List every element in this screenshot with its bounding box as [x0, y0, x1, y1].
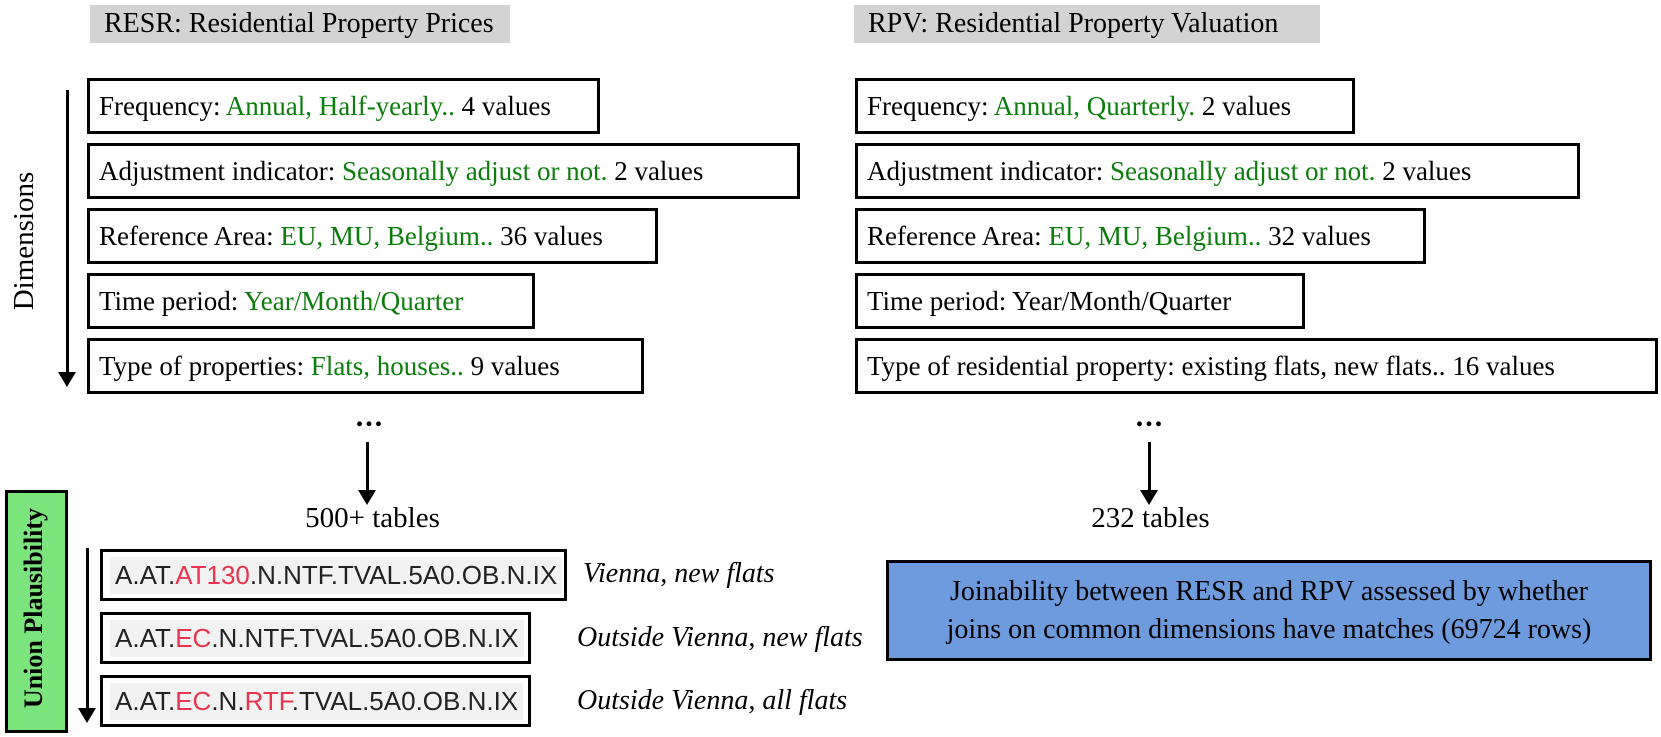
- dim-prefix: Time period: Year/Month/Quarter: [867, 286, 1232, 316]
- joinability-note-text: Joinability between RESR and RPV assesse…: [946, 575, 1592, 645]
- dim-suffix: 9 values: [463, 351, 560, 381]
- dim-values: Annual, Quarterly.: [993, 91, 1196, 121]
- dim-values: Year/Month/Quarter: [244, 286, 464, 316]
- dim-values: EU, MU, Belgium..: [280, 221, 494, 251]
- annotation-outside-vienna-new-flats: Outside Vienna, new flats: [577, 622, 863, 653]
- dim-suffix: 4 values: [454, 91, 551, 121]
- code-segment: .N.NTF.TVAL.5A0.OB.N.IX: [249, 559, 558, 590]
- dimension-box-rpv-reference-area: Reference Area: EU, MU, Belgium.. 32 val…: [855, 208, 1426, 264]
- dimension-box-rpv-frequency: Frequency: Annual, Quarterly. 2 values: [855, 78, 1355, 134]
- dimension-box-rpv-time-period: Time period: Year/Month/Quarter: [855, 273, 1305, 329]
- dimensions-label: Dimensions: [8, 171, 40, 311]
- code-segment-highlight: EC: [175, 685, 212, 716]
- dimension-box-resr-adjustment: Adjustment indicator: Seasonally adjust …: [87, 143, 800, 199]
- dim-suffix: 2 values: [607, 156, 704, 186]
- union-plausibility-box: [5, 490, 68, 733]
- arrow-head: [78, 708, 96, 723]
- dim-suffix: 2 values: [1375, 156, 1472, 186]
- arrow-line: [366, 442, 369, 492]
- code-segment-highlight: AT130: [175, 559, 250, 590]
- series-key: A.AT.EC.N.NTF.TVAL.5A0.OB.N.IX: [110, 619, 524, 657]
- arrow-line: [66, 90, 69, 375]
- code-segment: .N.NTF.TVAL.5A0.OB.N.IX: [211, 622, 519, 653]
- resr-header: RESR: Residential Property Prices: [90, 5, 510, 43]
- code-segment-highlight: RTF: [244, 685, 292, 716]
- dim-prefix: Type of properties:: [99, 351, 311, 381]
- dim-prefix: Frequency:: [867, 91, 994, 121]
- dimension-box-resr-property-type: Type of properties: Flats, houses.. 9 va…: [87, 338, 644, 394]
- joinability-note-box: Joinability between RESR and RPV assesse…: [886, 560, 1652, 661]
- union-plausibility-label: Union Plausibility: [19, 507, 48, 709]
- dimension-box-resr-frequency: Frequency: Annual, Half-yearly.. 4 value…: [87, 78, 600, 134]
- dim-values: Annual, Half-yearly..: [225, 91, 455, 121]
- dim-prefix: Reference Area:: [99, 221, 281, 251]
- dim-prefix: Reference Area:: [867, 221, 1049, 251]
- series-key: A.AT.AT130.N.NTF.TVAL.5A0.OB.N.IX: [110, 556, 563, 594]
- code-segment: .TVAL.5A0.OB.N.IX: [291, 685, 519, 716]
- code-segment: .N.: [211, 685, 245, 716]
- dim-suffix: 36 values: [493, 221, 603, 251]
- right-ellipsis: ...: [1135, 400, 1165, 433]
- arrow-head: [358, 490, 376, 505]
- dim-suffix: 32 values: [1261, 221, 1371, 251]
- code-segment: A.AT.: [115, 559, 176, 590]
- left-ellipsis: ...: [355, 400, 385, 433]
- code-segment: A.AT.: [115, 685, 176, 716]
- dim-suffix: 2 values: [1195, 91, 1292, 121]
- dim-values: Seasonally adjust or not.: [341, 156, 608, 186]
- arrow-line: [1148, 442, 1151, 492]
- left-tables-count: 500+ tables: [305, 502, 440, 534]
- annotation-vienna-new-flats: Vienna, new flats: [583, 558, 775, 589]
- annotation-outside-vienna-all-flats: Outside Vienna, all flats: [577, 685, 848, 716]
- series-key-box-vienna-new-flats: A.AT.AT130.N.NTF.TVAL.5A0.OB.N.IX: [100, 549, 567, 601]
- arrow-head: [58, 372, 76, 387]
- rpv-header: RPV: Residential Property Valuation: [854, 5, 1320, 43]
- dim-values: Seasonally adjust or not.: [1109, 156, 1376, 186]
- right-tables-count: 232 tables: [1091, 502, 1210, 534]
- dimension-box-rpv-adjustment: Adjustment indicator: Seasonally adjust …: [855, 143, 1580, 199]
- series-key-box-outside-vienna-all-flats: A.AT.EC.N.RTF.TVAL.5A0.OB.N.IX: [100, 675, 531, 727]
- dim-prefix: Adjustment indicator:: [867, 156, 1110, 186]
- dimension-box-rpv-property-type: Type of residential property: existing f…: [855, 338, 1658, 394]
- dim-values: Flats, houses..: [310, 351, 464, 381]
- dim-prefix: Frequency:: [99, 91, 226, 121]
- arrow-line: [86, 548, 89, 710]
- dimension-box-resr-reference-area: Reference Area: EU, MU, Belgium.. 36 val…: [87, 208, 658, 264]
- series-key: A.AT.EC.N.RTF.TVAL.5A0.OB.N.IX: [110, 682, 524, 720]
- code-segment: A.AT.: [115, 622, 176, 653]
- dim-prefix: Time period:: [99, 286, 245, 316]
- dimension-box-resr-time-period: Time period: Year/Month/Quarter: [87, 273, 535, 329]
- arrow-head: [1140, 490, 1158, 505]
- code-segment-highlight: EC: [175, 622, 212, 653]
- dim-prefix: Adjustment indicator:: [99, 156, 342, 186]
- dim-prefix: Type of residential property: existing f…: [867, 351, 1555, 381]
- dim-values: EU, MU, Belgium..: [1048, 221, 1262, 251]
- series-key-box-outside-vienna-new-flats: A.AT.EC.N.NTF.TVAL.5A0.OB.N.IX: [100, 612, 531, 664]
